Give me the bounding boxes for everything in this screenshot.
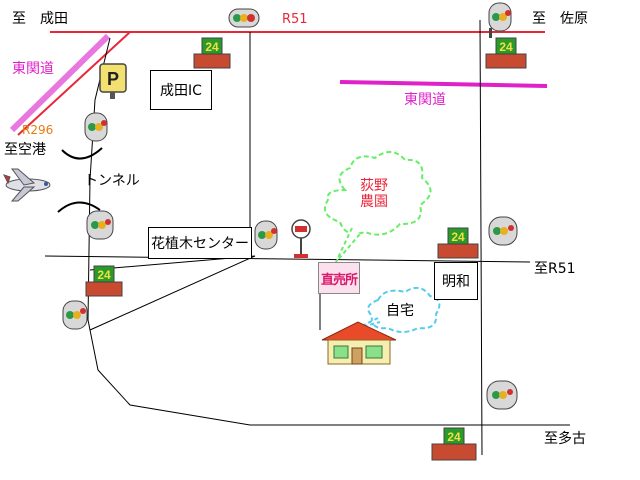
tunnel-arc-bottom [57,201,101,213]
bubble-hagino-farm [324,151,432,236]
label-r296: R296 [22,123,54,137]
meiwa-box: 明和 [434,262,478,300]
hanaueki-center-box: 花植木センター [148,227,252,259]
road-horizontal-main [44,255,531,263]
airplane-icon [3,168,51,202]
bubble-home [367,286,441,333]
convenience-store-24-icon: 24 [193,37,231,69]
convenience-store-24-label: 24 [447,430,461,444]
narita-ic-box: 成田IC [150,70,212,110]
label-home: 自宅 [386,303,414,319]
label-r51-top: R51 [282,12,308,27]
tunnel-arc-top [61,147,103,160]
convenience-store-24-label: 24 [451,230,465,244]
road-branch-diagonal [89,255,256,331]
traffic-light-icon [86,210,114,240]
bubble-tail-farm [335,227,361,263]
label-higashi-kando-left: 東関道 [12,61,54,77]
label-hagino-farm: 荻野 農園 [360,178,388,211]
traffic-light-icon [254,220,278,250]
label-to-sawara: 至 佐原 [532,11,588,27]
label-tunnel: トンネル [84,173,140,189]
narita-ic-label: 成田IC [160,83,202,99]
traffic-light-icon [488,216,518,246]
traffic-light-icon [488,2,512,38]
bus-stop-icon [291,219,311,258]
convenience-store-24-icon: 24 [431,427,477,461]
hanaueki-center-label: 花植木センター [151,236,249,252]
convenience-store-24-label: 24 [97,268,111,282]
convenience-store-24-label: 24 [205,40,219,54]
svg-text:P: P [107,69,119,89]
expressway-higashi-kando-right [339,80,548,88]
traffic-light-icon [62,300,88,330]
direct-sales-shop-label: 直売所 [320,272,358,288]
convenience-store-24-icon: 24 [485,37,527,69]
parking-sign-icon: P [99,63,127,99]
convenience-store-24-icon: 24 [85,265,123,297]
label-higashi-kando-right: 東関道 [404,92,446,108]
house-icon [321,321,397,365]
convenience-store-24-icon: 24 [437,227,479,259]
convenience-store-24-label: 24 [499,40,513,54]
label-to-r51: 至R51 [534,261,576,277]
label-to-tako: 至多古 [544,431,586,447]
road-right-vertical [479,19,483,456]
label-to-narita: 至 成田 [12,11,68,27]
traffic-light-icon [486,380,518,410]
traffic-light-icon [228,8,260,28]
direct-sales-shop-sign: 直売所 [318,262,360,294]
road-r296-diagonal [17,31,131,136]
traffic-light-icon [84,112,108,142]
expressway-higashi-kando-left [9,33,111,133]
label-to-airport: 至空港 [4,142,46,158]
meiwa-label: 明和 [442,274,470,290]
